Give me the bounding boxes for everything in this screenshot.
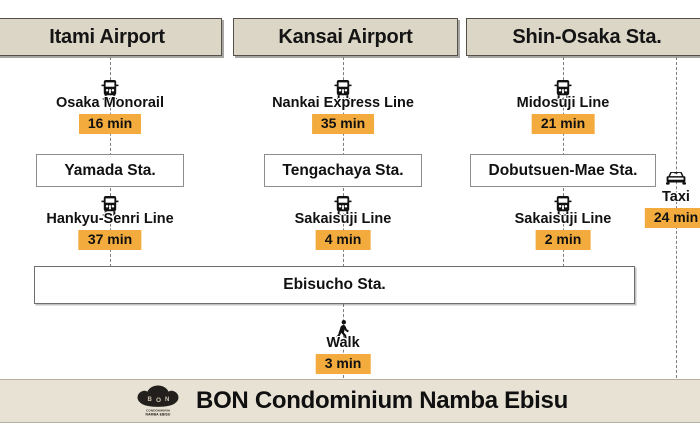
svg-text:N: N	[165, 397, 169, 403]
origin-label-itami: Itami Airport	[49, 25, 165, 48]
leg-line-name: Midosuji Line	[516, 95, 610, 111]
station-label: Yamada Sta.	[64, 161, 156, 179]
connector-itami-leg2	[110, 188, 111, 267]
origin-box-itami[interactable]: Itami Airport	[0, 18, 222, 56]
leg-duration-badge: 3 min	[315, 353, 371, 375]
leg-duration-badge: 16 min	[78, 113, 142, 135]
station-box-yamada[interactable]: Yamada Sta.	[36, 154, 184, 187]
leg-line-name: Nankai Express Line	[272, 95, 414, 111]
connector-kansai-leg1	[343, 57, 344, 156]
leg-line-name: Hankyu-Senri Line	[46, 211, 174, 227]
leg-line-name: Walk	[326, 335, 360, 351]
connector-itami-leg1	[110, 57, 111, 156]
leg-duration-badge: 4 min	[315, 229, 371, 251]
leg-duration-badge: 35 min	[311, 113, 375, 135]
train-icon	[101, 80, 119, 100]
leg-itami-1: Osaka Monorail 16 min	[56, 95, 164, 135]
connector-shinosaka-leg2	[563, 188, 564, 267]
train-icon	[334, 196, 352, 216]
leg-kansai-2: Sakaisuji Line 4 min	[294, 211, 392, 251]
leg-duration-badge: 24 min	[644, 207, 700, 229]
origin-box-kansai[interactable]: Kansai Airport	[233, 18, 458, 56]
bon-logo: B O N CONDOMINIUM NAMBA EBISU	[132, 384, 184, 418]
leg-line-name: Sakaisuji Line	[514, 211, 612, 227]
leg-line-name: Sakaisuji Line	[294, 211, 392, 227]
leg-line-name: Taxi	[662, 189, 690, 205]
connector-shinosaka-leg1	[563, 57, 564, 156]
taxi-icon	[666, 171, 686, 187]
leg-line-name: Osaka Monorail	[56, 95, 164, 111]
svg-text:O: O	[156, 397, 161, 404]
leg-duration-badge: 37 min	[78, 229, 142, 251]
station-label: Dobutsuen-Mae Sta.	[488, 161, 638, 179]
station-label: Ebisucho Sta.	[283, 276, 386, 293]
station-box-dobutsuen-mae[interactable]: Dobutsuen-Mae Sta.	[470, 154, 656, 187]
leg-duration-badge: 21 min	[531, 113, 595, 135]
destination-title: BON Condominium Namba Ebisu	[196, 387, 568, 414]
walk-icon	[335, 320, 350, 340]
train-icon	[334, 80, 352, 100]
svg-text:NAMBA EBISU: NAMBA EBISU	[146, 412, 171, 416]
leg-shinosaka-2: Sakaisuji Line 2 min	[514, 211, 612, 251]
origin-label-shinosaka: Shin-Osaka Sta.	[512, 25, 662, 48]
station-box-tengachaya[interactable]: Tengachaya Sta.	[264, 154, 422, 187]
station-box-ebisucho[interactable]: Ebisucho Sta.	[34, 266, 635, 304]
origin-box-shinosaka[interactable]: Shin-Osaka Sta.	[466, 18, 700, 56]
leg-itami-2: Hankyu-Senri Line 37 min	[46, 211, 174, 251]
svg-text:B: B	[148, 397, 153, 403]
leg-kansai-1: Nankai Express Line 35 min	[272, 95, 414, 135]
svg-text:CONDOMINIUM: CONDOMINIUM	[146, 408, 170, 412]
connector-walk	[343, 304, 344, 378]
train-icon	[554, 80, 572, 100]
connector-kansai-leg2	[343, 188, 344, 267]
train-icon	[101, 196, 119, 216]
leg-duration-badge: 2 min	[535, 229, 591, 251]
leg-taxi: Taxi 24 min	[644, 189, 700, 229]
leg-walk: Walk 3 min	[315, 335, 371, 375]
station-label: Tengachaya Sta.	[282, 161, 404, 179]
leg-shinosaka-1: Midosuji Line 21 min	[516, 95, 610, 135]
destination-bar[interactable]: B O N CONDOMINIUM NAMBA EBISU BON Condom…	[0, 379, 700, 423]
train-icon	[554, 196, 572, 216]
origin-label-kansai: Kansai Airport	[278, 25, 413, 48]
